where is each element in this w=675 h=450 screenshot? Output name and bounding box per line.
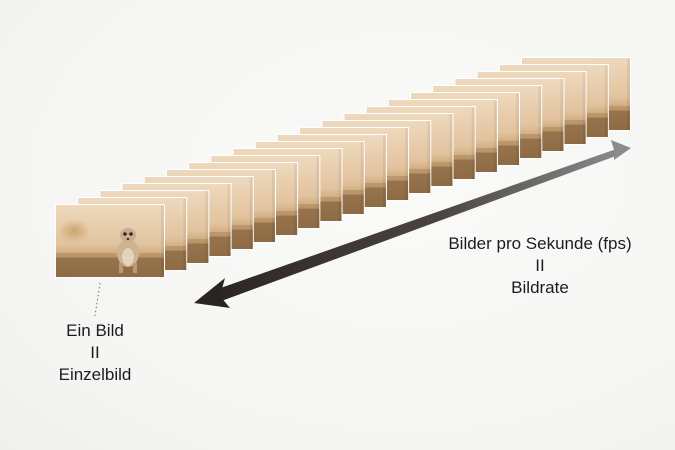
ground-strip xyxy=(56,257,164,277)
frame-edge-shade xyxy=(294,163,298,235)
frame-edge-shade xyxy=(249,177,253,249)
arrow-shaft xyxy=(212,147,624,303)
frame-stack xyxy=(55,57,631,278)
frame-edge-shade xyxy=(627,58,630,130)
double-arrow xyxy=(194,140,631,308)
arrow-head-left xyxy=(194,278,230,308)
frame-edge-shade xyxy=(205,191,209,263)
frame-edge-shade xyxy=(183,198,187,270)
frame-edge-shade xyxy=(471,107,475,179)
frame-edge-shade xyxy=(560,79,564,151)
single-frame-label-equiv: II xyxy=(90,343,100,362)
frame-edge-shade xyxy=(316,156,320,228)
single-frame-label-line3: Einzelbild xyxy=(58,365,132,384)
frame-edge-shade xyxy=(516,93,520,165)
frame-edge-shade xyxy=(493,100,497,172)
first-frame xyxy=(55,204,165,278)
frame-rate-label-line1: Bilder pro Sekunde (fps) xyxy=(448,234,632,253)
frame-edge-shade xyxy=(604,65,608,137)
frame-edge-shade xyxy=(227,184,231,256)
frame-edge-shade xyxy=(405,128,409,200)
leader-line xyxy=(94,282,101,317)
grass-strip xyxy=(56,253,164,258)
frame-edge-shade xyxy=(382,135,386,207)
frame-rate-label: Bilder pro Sekunde (fps) II Bildrate xyxy=(420,233,660,299)
frame-edge-shade xyxy=(449,114,453,186)
frame-edge-shade xyxy=(338,149,342,221)
frame-edge-shade xyxy=(271,170,275,242)
single-frame-label-line1: Ein Bild xyxy=(66,321,124,340)
frame-rate-label-equiv: II xyxy=(535,256,545,275)
frame-edge-shade xyxy=(582,72,586,144)
background-blob xyxy=(58,219,90,243)
single-frame-label: Ein Bild II Einzelbild xyxy=(30,320,160,386)
frame-edge-shade xyxy=(360,142,364,214)
frame-rate-label-line3: Bildrate xyxy=(511,278,569,297)
frame-edge-shade xyxy=(427,121,431,193)
meerkat-figure xyxy=(117,228,139,273)
frame-edge-shade xyxy=(161,205,164,277)
frame-edge-shade xyxy=(538,86,542,158)
arrow-head-right xyxy=(611,140,631,160)
